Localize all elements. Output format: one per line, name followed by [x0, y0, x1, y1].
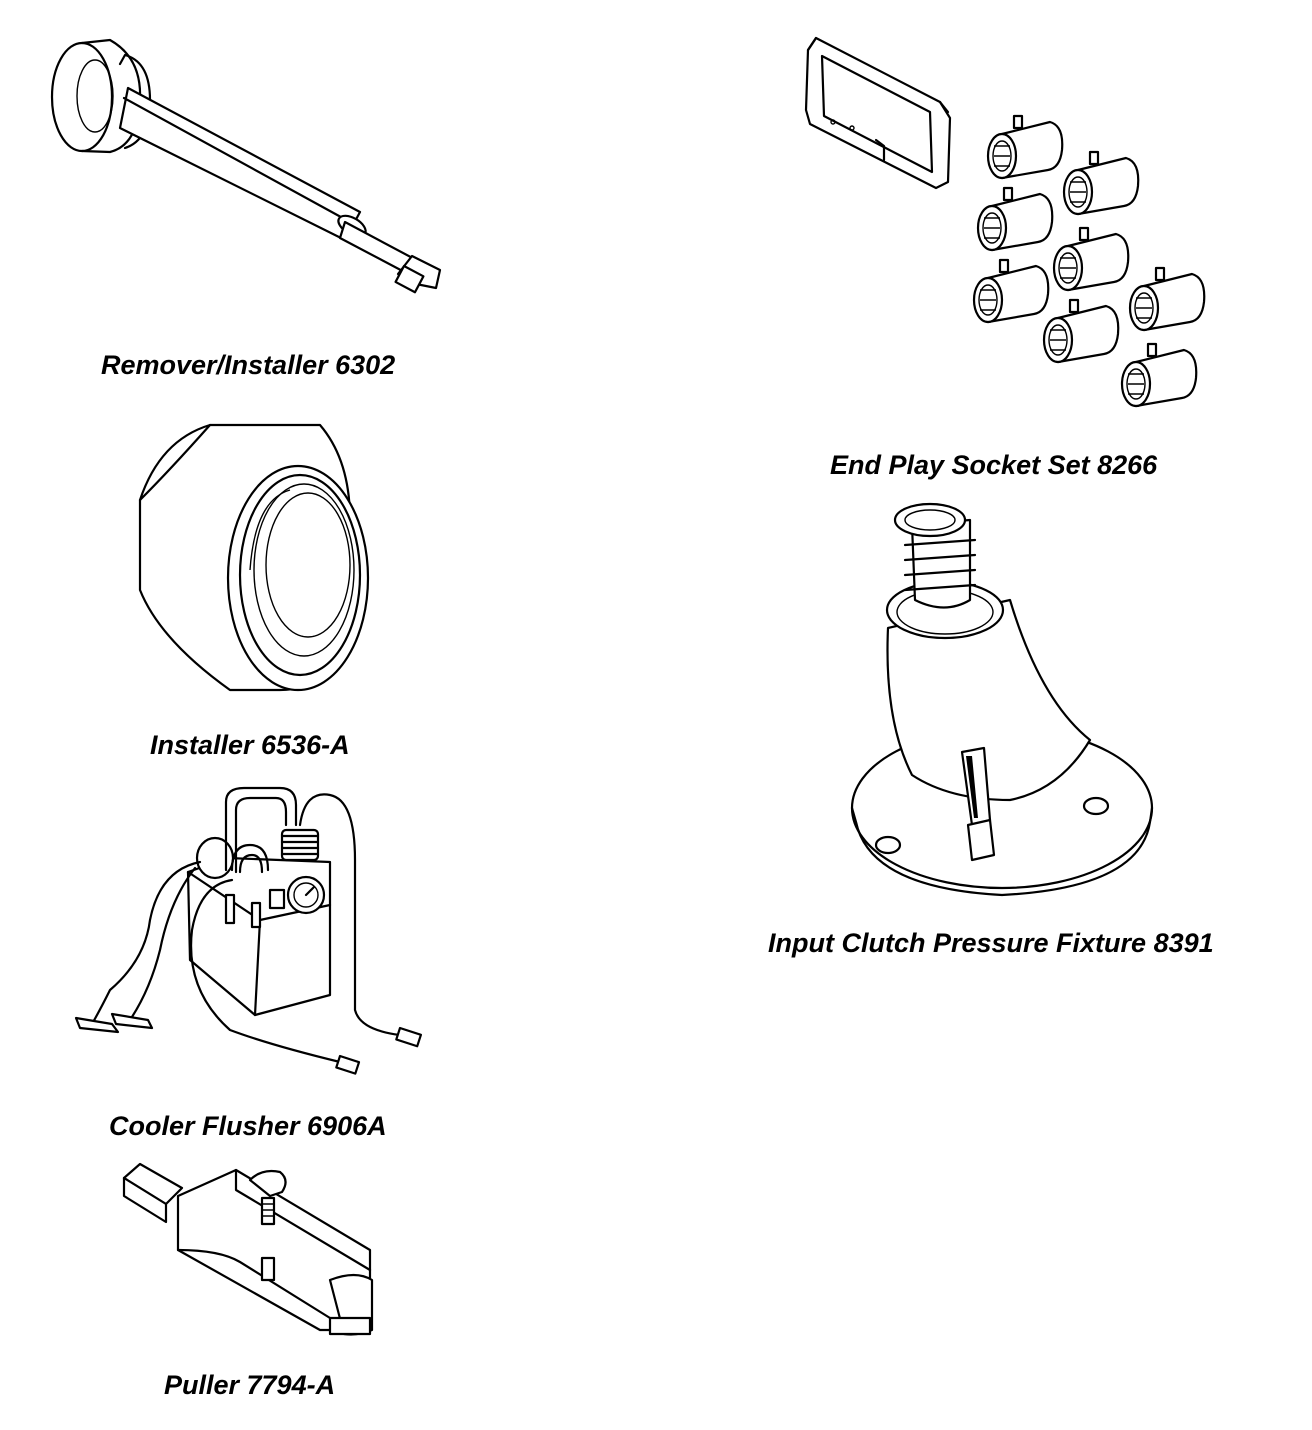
puller-drawing [122, 1162, 374, 1336]
caption-input-clutch-pressure-fixture: Input Clutch Pressure Fixture 8391 [768, 928, 1214, 958]
input-clutch-pressure-fixture-drawing [850, 502, 1154, 897]
remover-installer-drawing [50, 38, 442, 294]
installer-drawing [138, 423, 370, 692]
caption-puller: Puller 7794-A [164, 1370, 336, 1400]
socket [986, 114, 1064, 180]
caption-remover-installer: Remover/Installer 6302 [101, 350, 396, 380]
caption-installer: Installer 6536-A [150, 730, 350, 760]
socket [1042, 298, 1120, 364]
socket [976, 186, 1054, 252]
caption-end-play-socket-set: End Play Socket Set 8266 [830, 450, 1158, 480]
socket [1052, 226, 1130, 292]
end-play-socket-set-drawing [804, 36, 1206, 408]
caption-cooler-flusher: Cooler Flusher 6906A [109, 1111, 387, 1141]
socket [1128, 266, 1206, 332]
socket [1062, 150, 1140, 216]
cooler-flusher-drawing [74, 786, 423, 1075]
socket [972, 258, 1050, 324]
socket [1120, 342, 1198, 408]
